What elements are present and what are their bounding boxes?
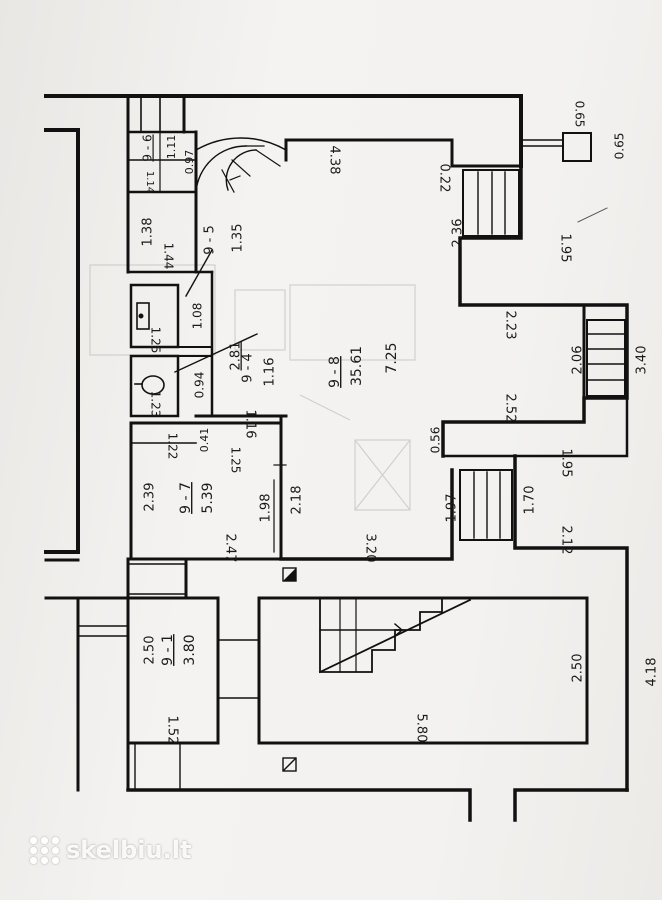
room-9-8-id: 9 - 8 [327,356,343,388]
dim-2-39: 2.39 [143,483,158,512]
room-9-8-area: 35.61 [349,346,365,386]
dim-1-38: 1.38 [141,218,156,247]
opening-symbols [282,567,297,772]
dim-1-23: 1.23 [149,391,163,418]
dim-1-11: 1.11 [165,135,178,160]
room-9-6-id: 9 - 6 [141,134,155,161]
dim-1-14: 1.14 [144,171,155,193]
room-9-7-area: 5.39 [200,482,216,513]
watermark-logo-icon [30,836,60,864]
dim-1-95-bottom: 1.95 [559,449,574,478]
dim-1-95-top: 1.95 [558,234,573,263]
watermark-text: skelbiu.lt [66,836,192,864]
dim-1-25-lower: 1.25 [149,327,163,354]
dim-1-16-upper: 1.16 [243,410,258,439]
dim-3-20: 3.20 [363,534,378,563]
room-9-7-id: 9 - 7 [178,482,194,514]
dim-1-44: 1.44 [162,243,176,270]
dim-2-50-left: 2.50 [143,636,158,665]
dim-0-94: 0.94 [193,372,207,399]
room-9-5-id: 9 - 5 [203,225,218,255]
dim-1-25-upper: 1.25 [229,447,243,474]
dim-4-38: 4.38 [327,146,342,175]
room-9-4-id: 9 - 4 [241,353,256,383]
background-ghost-lines [89,264,416,511]
dim-1-08: 1.08 [191,303,205,330]
room-9-4-area: 2.81 [229,342,244,371]
dim-2-47: 2.47 [223,534,238,563]
dim-1-35: 1.35 [231,224,246,253]
dim-0-56: 0.56 [429,427,443,454]
room-9-1-area: 3.80 [182,634,198,665]
dim-7-25: 7.25 [384,342,400,373]
dim-0-22: 0.22 [437,164,452,193]
dim-1-98: 1.98 [259,494,274,523]
dim-1-97: 1.97 [445,494,460,523]
dim-1-16-lower: 1.16 [263,358,278,387]
dim-1-52: 1.52 [165,716,180,745]
dim-0-41: 0.41 [198,428,211,453]
watermark: skelbiu.lt [30,836,191,864]
dim-2-23: 2.23 [503,311,518,340]
dim-4-18: 4.18 [645,658,660,687]
dim-1-22: 1.22 [166,433,180,460]
dim-2-06: 2.06 [571,346,586,375]
dim-0-97: 0.97 [183,150,196,175]
dim-2-36: 2.36 [451,219,466,248]
dim-5-80: 5.80 [414,714,429,743]
dim-2-50-right: 2.50 [571,654,586,683]
dim-3-40: 3.40 [635,346,650,375]
walls [44,94,629,822]
dim-0-65-top: 0.65 [573,101,587,128]
dim-1-70: 1.70 [523,486,538,515]
dim-2-12: 2.12 [559,526,574,555]
dim-2-18: 2.18 [290,486,305,515]
dim-2-52: 2.52 [503,394,518,423]
dim-0-65-side: 0.65 [613,133,627,160]
room-9-1-id: 9 - 1 [160,634,176,666]
